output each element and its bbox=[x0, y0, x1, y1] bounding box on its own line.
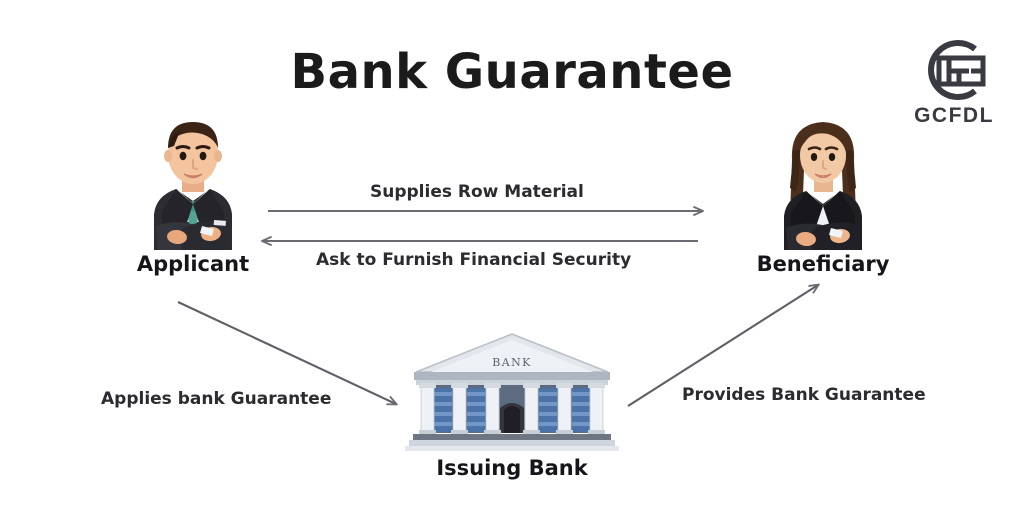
flow-label-applies-bank-guarantee: Applies bank Guarantee bbox=[101, 389, 332, 409]
businesswoman-avatar-icon bbox=[748, 100, 898, 250]
gcfdl-monogram-icon bbox=[913, 38, 997, 102]
page-title: Bank Guarantee bbox=[290, 44, 734, 100]
flow-label-ask-to-furnish-financial-security: Ask to Furnish Financial Security bbox=[316, 250, 632, 270]
businessman-avatar-icon bbox=[118, 100, 268, 250]
bank-pediment-text: BANK bbox=[492, 356, 531, 369]
node-beneficiary: Beneficiary bbox=[748, 100, 898, 285]
brand-name: GCFDL bbox=[914, 104, 994, 127]
node-applicant: Applicant bbox=[118, 100, 268, 285]
node-label-applicant: Applicant bbox=[136, 252, 250, 276]
node-label-issuing-bank: Issuing Bank bbox=[436, 456, 588, 480]
bank-building-icon: BANK bbox=[403, 330, 621, 455]
node-label-beneficiary: Beneficiary bbox=[756, 252, 890, 276]
node-issuing-bank: BANK bbox=[403, 330, 621, 490]
brand-logo: GCFDL bbox=[899, 38, 1009, 138]
flow-label-provides-bank-guarantee: Provides Bank Guarantee bbox=[682, 385, 926, 405]
flow-label-supplies-row-material: Supplies Row Material bbox=[370, 182, 584, 202]
